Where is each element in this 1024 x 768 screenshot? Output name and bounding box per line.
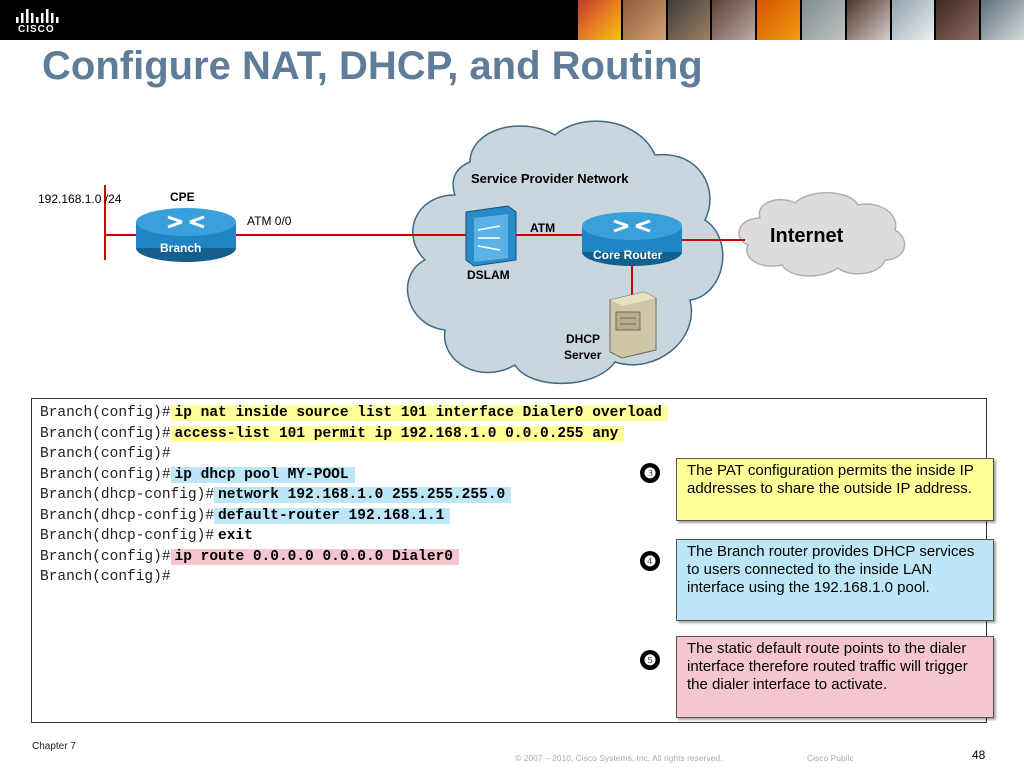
branch-router-label: Branch <box>160 241 202 255</box>
header-photo <box>578 0 621 40</box>
config-prompt: Branch(config)# <box>40 549 171 565</box>
sp-network-label: Service Provider Network <box>471 171 629 186</box>
config-line: Branch(dhcp-config)#network 192.168.1.0 … <box>40 485 512 505</box>
page-number: 48 <box>972 748 986 762</box>
config-line: Branch(config)#ip dhcp pool MY-POOL <box>40 465 355 485</box>
note-dhcp: The Branch router provides DHCP services… <box>676 539 994 621</box>
config-command: access-list 101 permit ip 192.168.1.0 0.… <box>170 426 625 442</box>
config-line: Branch(dhcp-config)#default-router 192.1… <box>40 506 451 526</box>
config-prompt: Branch(config)# <box>40 426 171 442</box>
cisco-logo-text: CISCO <box>18 24 55 35</box>
config-command <box>171 569 181 585</box>
config-line: Branch(config)#ip nat inside source list… <box>40 403 668 423</box>
config-line: Branch(dhcp-config)#exit <box>40 526 259 546</box>
config-prompt: Branch(dhcp-config)# <box>40 528 215 544</box>
lan-subnet-label: 192.168.1.0 /24 <box>38 192 122 206</box>
config-line: Branch(config)# <box>40 444 181 464</box>
step-4-badge: ❹ <box>640 551 660 571</box>
note-pat: The PAT configuration permits the inside… <box>676 458 994 521</box>
cisco-bars-icon <box>16 9 59 23</box>
footer-copyright: © 2007 – 2010, Cisco Systems, Inc. All r… <box>515 753 723 763</box>
cisco-logo: CISCO <box>6 3 66 37</box>
header-photo <box>936 0 980 40</box>
core-router-icon <box>582 212 682 266</box>
internet-label: Internet <box>770 225 844 247</box>
config-command: ip nat inside source list 101 interface … <box>170 405 668 421</box>
header-photo <box>891 0 935 40</box>
header-photo <box>712 0 756 40</box>
config-command: default-router 192.168.1.1 <box>214 508 451 524</box>
dhcp-server-label-line2: Server <box>564 348 602 362</box>
config-command: ip route 0.0.0.0 0.0.0.0 Dialer0 <box>170 549 459 565</box>
config-line: Branch(config)#access-list 101 permit ip… <box>40 424 625 444</box>
header-photo <box>981 0 1024 40</box>
step-5-badge: ❺ <box>640 650 660 670</box>
step-3-badge: ❸ <box>640 463 660 483</box>
note-static-route: The static default route points to the d… <box>676 636 994 718</box>
cpe-label: CPE <box>170 190 195 204</box>
config-prompt: Branch(config)# <box>40 569 171 585</box>
slide-title: Configure NAT, DHCP, and Routing <box>42 44 703 88</box>
config-command: network 192.168.1.0 255.255.255.0 <box>214 487 512 503</box>
header-photo <box>622 0 666 40</box>
dhcp-server-label-line1: DHCP <box>566 332 601 346</box>
header-photo <box>846 0 890 40</box>
header-photo-strip <box>578 0 1024 40</box>
diagram-canvas <box>104 120 906 385</box>
config-prompt: Branch(dhcp-config)# <box>40 487 215 503</box>
config-prompt: Branch(config)# <box>40 467 171 483</box>
config-line: Branch(config)# <box>40 567 181 587</box>
atm-label: ATM <box>530 221 556 235</box>
footer-chapter: Chapter 7 <box>32 741 76 752</box>
footer-classification: Cisco Public <box>807 753 854 763</box>
header-photo <box>757 0 800 40</box>
dslam-icon <box>465 205 517 267</box>
config-line: Branch(config)#ip route 0.0.0.0 0.0.0.0 … <box>40 547 459 567</box>
internet-cloud-icon <box>738 191 906 277</box>
network-diagram: 192.168.1.0 /24 CPE Branch ATM 0/0 Servi… <box>0 100 1024 395</box>
atm-interface-label: ATM 0/0 <box>247 214 292 228</box>
config-prompt: Branch(config)# <box>40 446 171 462</box>
header-photo <box>801 0 845 40</box>
core-router-label: Core Router <box>593 248 663 262</box>
config-command: exit <box>218 528 253 544</box>
header-bar: CISCO <box>0 0 1024 40</box>
header-photo <box>667 0 711 40</box>
config-prompt: Branch(config)# <box>40 405 171 421</box>
branch-router-icon <box>136 208 236 262</box>
dslam-label: DSLAM <box>467 268 510 282</box>
config-prompt: Branch(dhcp-config)# <box>40 508 215 524</box>
config-command <box>171 446 181 462</box>
config-command: ip dhcp pool MY-POOL <box>170 467 355 483</box>
dhcp-server-icon <box>609 291 657 359</box>
